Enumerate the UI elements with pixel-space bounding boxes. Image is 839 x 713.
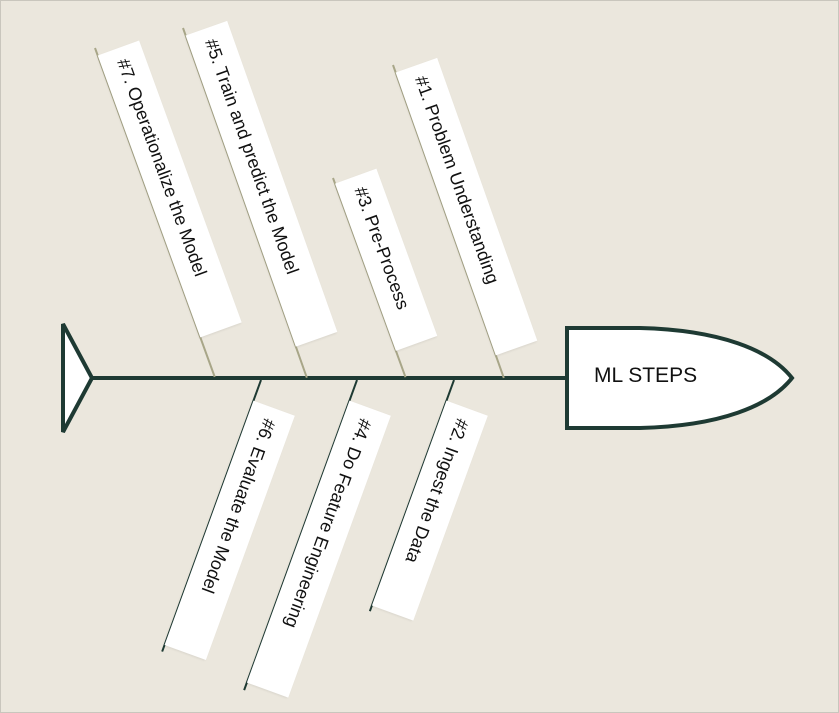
tail-icon	[61, 323, 95, 433]
head-label: ML STEPS	[594, 364, 698, 387]
head-shape	[565, 326, 795, 430]
